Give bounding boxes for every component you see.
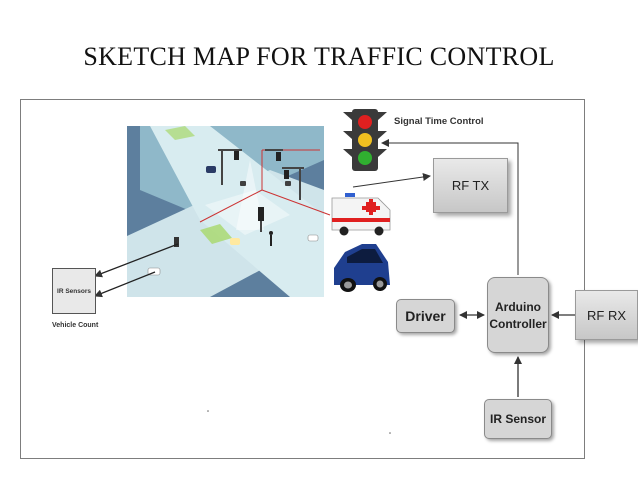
intersection-illustration bbox=[127, 126, 331, 297]
page-title: SKETCH MAP FOR TRAFFIC CONTROL bbox=[83, 42, 555, 71]
ambulance-rftx-arrow bbox=[352, 173, 431, 188]
ir-sensors-label: IR Sensors bbox=[57, 287, 91, 295]
driver-box: Driver bbox=[396, 299, 455, 333]
traffic-light-icon bbox=[343, 109, 387, 171]
ir-sensor-box: IR Sensor bbox=[484, 399, 552, 439]
rf-rx-label: RF RX bbox=[587, 307, 626, 323]
arduino-label-line1: Arduino bbox=[495, 299, 541, 314]
ir-sensor-label: IR Sensor bbox=[489, 412, 546, 426]
arduino-label-line2: Controller bbox=[489, 316, 547, 331]
rf-rx-box: RF RX bbox=[575, 290, 638, 340]
ir-arrow-2 bbox=[94, 271, 156, 298]
ir-arrow-1 bbox=[94, 243, 179, 278]
rf-tx-label: RF TX bbox=[451, 178, 490, 193]
ambulance-icon bbox=[331, 193, 391, 236]
signal-control-arrow bbox=[381, 139, 519, 275]
vehicle-count-label: Vehicle Count bbox=[52, 322, 99, 329]
rf-tx-box: RF TX bbox=[433, 158, 508, 213]
car-icon bbox=[334, 244, 390, 292]
signal-time-control-label: Signal Time Control bbox=[394, 116, 484, 127]
ir-sensors-box: IR Sensors bbox=[52, 268, 96, 314]
arduino-controller-box: Arduino Controller bbox=[487, 277, 549, 353]
driver-label: Driver bbox=[405, 308, 446, 324]
